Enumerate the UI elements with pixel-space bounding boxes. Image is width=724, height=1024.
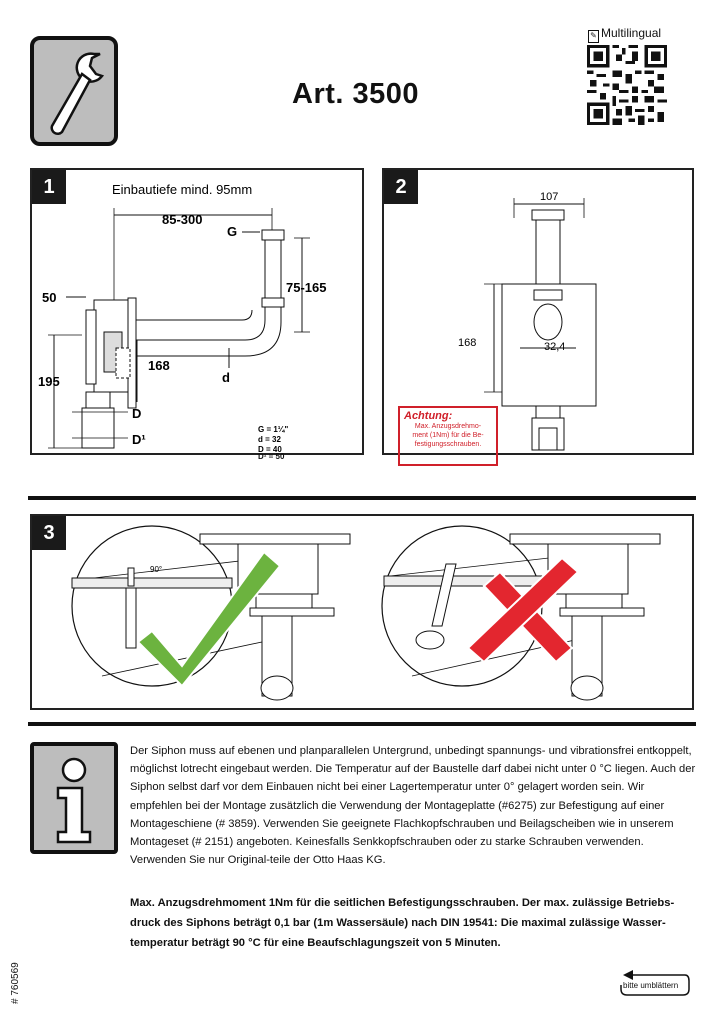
- info-icon: [56, 757, 92, 844]
- panel-3: 3 90°: [30, 514, 694, 710]
- spec-D: D = 40: [258, 445, 282, 453]
- spec-D1: D¹ = 50: [258, 452, 285, 461]
- depth-label: Einbautiefe mind. 95mm: [112, 182, 252, 197]
- dim-D: D: [132, 406, 141, 421]
- wrench-icon-box: [30, 36, 118, 146]
- mounting-comparison-drawing: 90°: [71, 525, 661, 701]
- panel-number-1: 1: [32, 170, 66, 204]
- dim-195: 195: [38, 374, 60, 389]
- dim-107: 107: [540, 191, 558, 203]
- qr-code[interactable]: [587, 44, 667, 126]
- warning-title: Achtung:: [404, 410, 453, 422]
- info-paragraph: Der Siphon muss auf ebenen und planparal…: [130, 745, 696, 867]
- dim-168-p2: 168: [458, 337, 476, 349]
- panel-number-3: 3: [32, 516, 66, 550]
- info-icon-box: [30, 742, 118, 854]
- dim-G: G: [227, 224, 237, 239]
- spec-G: G = 1¼": [258, 425, 288, 434]
- multilingual-label: ✎Multilingual: [588, 26, 661, 43]
- turn-page-label[interactable]: bitte umblättern: [623, 981, 679, 990]
- panel-2: 2 107 168 32,4 Achtung: Max. Anzugsdrehm…: [382, 168, 694, 466]
- page-title: Art. 3500: [292, 78, 420, 110]
- document-number: # 760569: [10, 962, 21, 1004]
- dim-85-300: 85-300: [162, 212, 202, 227]
- divider-2: [28, 722, 696, 726]
- siphon-dimension-drawing: Einbautiefe mind. 95mm 85-300 G 75-165 5…: [38, 182, 326, 453]
- panel-1: 1 Einbautiefe mind. 95mm 85-300 G 75-165…: [30, 168, 364, 461]
- panel-number-2: 2: [384, 170, 418, 204]
- divider-1: [28, 496, 696, 500]
- cross-icon: [466, 556, 580, 664]
- dim-50: 50: [42, 290, 56, 305]
- dim-168: 168: [148, 358, 170, 373]
- edit-icon: ✎: [588, 30, 599, 43]
- multilingual-text: Multilingual: [601, 26, 662, 40]
- angle-label: 90°: [150, 565, 162, 574]
- siphon-front-drawing: 107 168 32,4: [458, 191, 597, 451]
- warning-line-3: festigungsschrauben.: [414, 441, 482, 448]
- warning-line-1: Max. Anzugsdrehmo-: [414, 423, 482, 430]
- warning-paragraph: Max. Anzugsdrehmoment 1Nm für die seitli…: [130, 897, 675, 949]
- spec-d: d = 32: [258, 435, 281, 444]
- dim-75-165: 75-165: [286, 280, 326, 295]
- dim-32-4: 32,4: [544, 341, 565, 353]
- warning-line-2: ment (1Nm) für die Be-: [412, 432, 484, 439]
- wrench-icon: [50, 52, 105, 135]
- check-icon: [136, 550, 282, 688]
- dim-D1: D¹: [132, 432, 146, 447]
- warning-box: Achtung: Max. Anzugsdrehmo- ment (1Nm) f…: [398, 406, 498, 466]
- dim-d: d: [222, 370, 230, 385]
- turn-page-arrow-icon[interactable]: [619, 967, 691, 997]
